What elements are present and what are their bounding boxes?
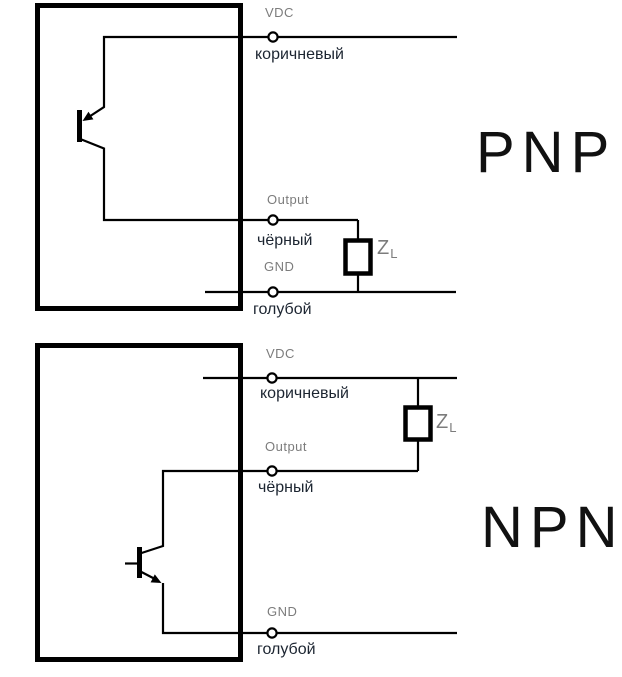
npn-output-collector-wire xyxy=(139,469,418,555)
npn-type-label: NPN xyxy=(481,495,622,560)
pnp-vdc-label: VDC xyxy=(265,5,294,20)
pnp-load-symbol: Z xyxy=(377,237,390,259)
pnp-gnd-label: GND xyxy=(264,259,295,274)
npn-output-terminal xyxy=(266,465,278,477)
npn-vdc-label: VDC xyxy=(266,346,295,361)
npn-vdc-wire-color-label: коричневый xyxy=(260,385,349,402)
npn-sensor-box xyxy=(35,343,243,662)
pnp-collector-output-wire xyxy=(78,137,358,222)
pnp-type-label: PNP xyxy=(476,120,617,185)
npn-load-symbol: Z xyxy=(436,411,449,433)
npn-output-label: Output xyxy=(265,439,308,454)
pnp-gnd-wire-color-label: голубой xyxy=(253,301,312,318)
pnp-transistor-base-bar xyxy=(77,110,82,142)
pnp-output-label: Output xyxy=(267,192,310,207)
pnp-load-subscript: L xyxy=(390,246,398,261)
npn-transistor-base-bar xyxy=(137,547,142,578)
npn-gnd-wire xyxy=(161,583,457,635)
pnp-load-resistor xyxy=(343,238,373,276)
pnp-vdc-terminal xyxy=(267,31,279,43)
npn-vdc-terminal xyxy=(266,372,278,384)
npn-emitter-wire xyxy=(139,570,155,580)
pnp-output-terminal xyxy=(267,214,279,226)
pnp-vdc-wire-color-label: коричневый xyxy=(255,46,344,63)
pnp-vdc-wire xyxy=(87,35,457,119)
pnp-load-label: ZL xyxy=(377,237,398,261)
pnp-emitter-arrow-icon xyxy=(82,111,94,121)
npn-load-label: ZL xyxy=(436,411,457,435)
npn-output-wire-color-label: чёрный xyxy=(258,479,314,496)
npn-load-resistor xyxy=(403,405,433,442)
npn-emitter-arrow-icon xyxy=(150,574,162,583)
npn-gnd-terminal xyxy=(266,627,278,639)
npn-gnd-label: GND xyxy=(267,604,298,619)
npn-gnd-wire-color-label: голубой xyxy=(257,641,316,658)
npn-load-subscript: L xyxy=(449,420,457,435)
pnp-gnd-terminal xyxy=(267,286,279,298)
pnp-sensor-box xyxy=(35,3,243,311)
pnp-output-wire-color-label: чёрный xyxy=(257,232,313,249)
